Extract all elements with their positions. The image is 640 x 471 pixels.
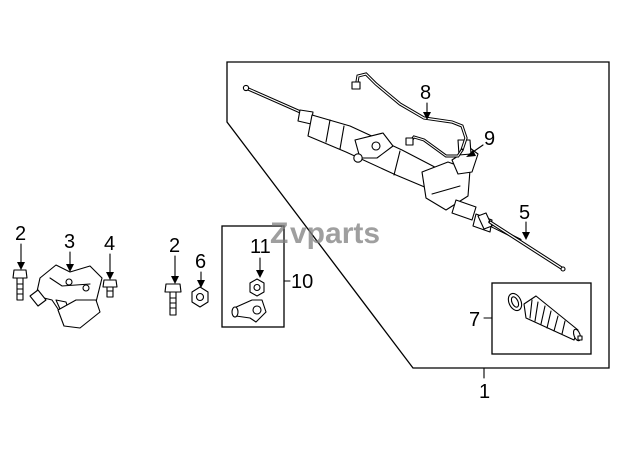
nut-icon[interactable] [191,286,209,308]
svg-text:vparts: vparts [290,217,380,250]
callout-1: 1 [479,381,490,403]
tie-rod-end-kit-box [221,225,285,328]
leader-lines [17,102,530,379]
nut-icon[interactable] [249,278,265,297]
watermark: Z vparts [270,217,380,250]
callout-10: 10 [291,271,313,293]
svg-text:Z: Z [270,217,288,250]
boot-clamp-ring-icon[interactable] [506,291,524,312]
bolt-icon[interactable] [12,269,28,301]
tie-rod-icon[interactable] [477,212,566,272]
assembly-outline-box [226,61,610,369]
callout-11: 11 [250,236,271,258]
boot-kit-icon[interactable] [523,295,583,342]
return-line-icon[interactable] [405,135,464,158]
bolt-icon[interactable] [164,283,182,316]
callout-3: 3 [64,231,75,253]
bracket-icon[interactable] [29,264,103,329]
callout-2-middle: 2 [169,235,180,257]
callout-8: 8 [420,82,431,104]
pressure-line-icon[interactable] [351,72,468,152]
small-bolt-icon[interactable] [102,279,118,298]
callout-7: 7 [469,309,480,331]
tie-rod-end-icon[interactable] [231,299,267,323]
callout-6: 6 [195,251,206,273]
callout-2-left: 2 [15,223,26,245]
callout-4: 4 [104,233,115,255]
callout-5: 5 [519,202,530,224]
callout-9: 9 [484,128,495,150]
